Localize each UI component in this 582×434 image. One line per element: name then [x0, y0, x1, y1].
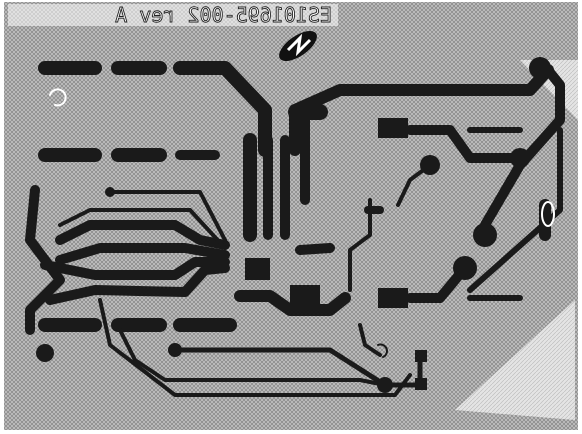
- ns-logo-icon: [279, 30, 317, 62]
- clearance-area-right: [455, 300, 575, 420]
- traces: [25, 57, 565, 397]
- copper-pour: [4, 2, 578, 430]
- board-label: ES101695-002 rev A: [115, 3, 332, 27]
